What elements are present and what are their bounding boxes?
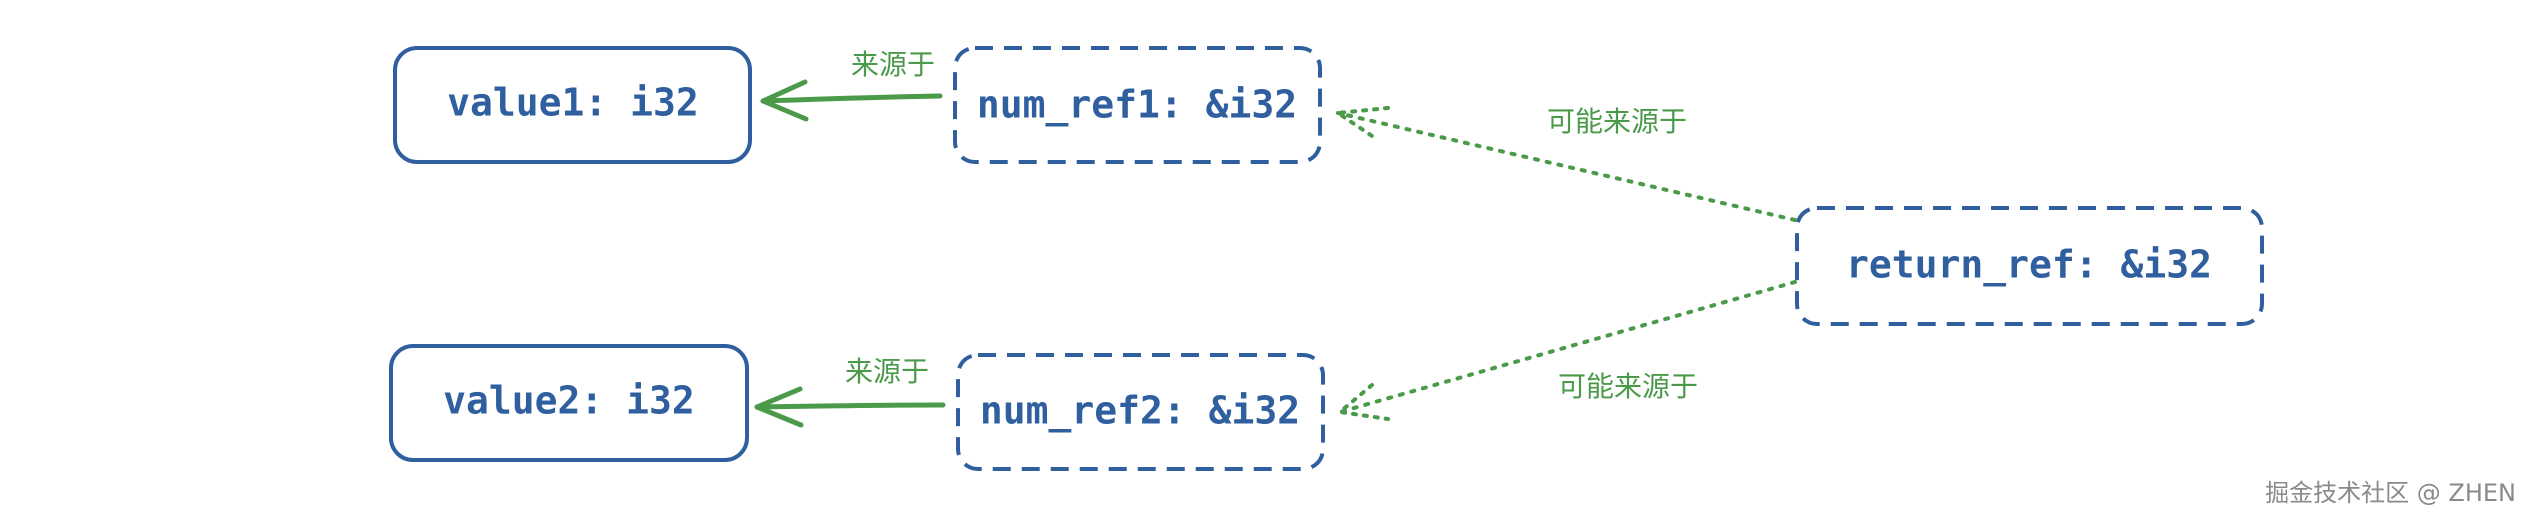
edge-return-to-ref2-label: 可能来源于 xyxy=(1558,370,1698,403)
edge-return-to-ref2: 可能来源于 xyxy=(1338,280,1797,421)
node-value2: value2: i32 xyxy=(389,344,749,462)
edge-ref2-to-value2-label: 来源于 xyxy=(845,355,929,388)
edge-return-to-ref2-line xyxy=(1338,280,1797,414)
node-value2-label: value2: i32 xyxy=(443,379,695,423)
node-num-ref1-box xyxy=(953,46,1322,164)
node-num-ref1-label: num_ref1: &i32 xyxy=(977,83,1297,127)
node-value1-box xyxy=(393,46,752,164)
node-num-ref2-label: num_ref2: &i32 xyxy=(980,389,1300,433)
arrowhead-num-ref2 xyxy=(1338,383,1390,421)
arrowhead-value2 xyxy=(754,386,804,428)
edge-ref2-to-value2-line xyxy=(754,402,946,410)
arrowhead-num-ref1 xyxy=(1336,106,1390,142)
edge-ref2-to-value2: 来源于 xyxy=(754,355,946,428)
node-return-ref: return_ref: &i32 xyxy=(1795,206,2264,326)
node-return-ref-box xyxy=(1795,206,2264,326)
node-num-ref1: num_ref1: &i32 xyxy=(953,46,1322,164)
watermark: 掘金技术社区 @ ZHEN xyxy=(2265,479,2516,507)
node-num-ref2-box xyxy=(956,353,1325,471)
node-num-ref2: num_ref2: &i32 xyxy=(956,353,1325,471)
node-value1: value1: i32 xyxy=(393,46,752,164)
node-value1-label: value1: i32 xyxy=(447,81,699,125)
edge-return-to-ref1-label: 可能来源于 xyxy=(1547,105,1687,138)
node-value2-box xyxy=(389,344,749,462)
edge-ref1-to-value1: 来源于 xyxy=(760,48,943,122)
edge-ref1-to-value1-line xyxy=(760,93,943,104)
edge-return-to-ref1: 可能来源于 xyxy=(1336,105,1797,222)
node-return-ref-label: return_ref: &i32 xyxy=(1846,243,2212,287)
edge-ref1-to-value1-label: 来源于 xyxy=(851,48,935,81)
arrowhead-value1 xyxy=(760,79,809,122)
